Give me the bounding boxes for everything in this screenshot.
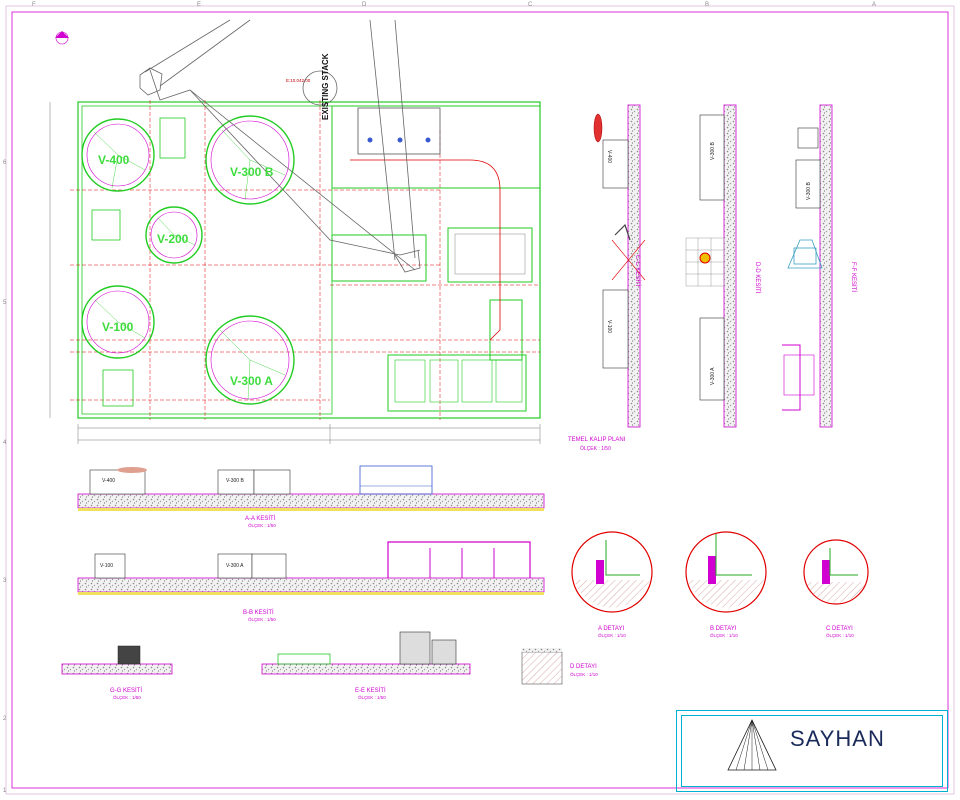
grid-row-6: 6 bbox=[3, 160, 7, 166]
tank-label-v200: V-200 bbox=[157, 232, 189, 246]
grid-col-a: A bbox=[872, 2, 877, 8]
aa-tank-v400: V-400 bbox=[102, 478, 116, 484]
tank-label-v300b: V-300 B bbox=[230, 165, 274, 179]
detail-a-title: A DETAYI bbox=[598, 626, 625, 632]
section-dd bbox=[685, 104, 737, 428]
cc-title: C-C KESİTİ bbox=[634, 255, 640, 287]
tank-label-v400: V-400 bbox=[98, 153, 130, 167]
detail-d bbox=[521, 648, 563, 685]
grid-row-3: 3 bbox=[3, 578, 7, 584]
section-gg bbox=[61, 645, 173, 675]
grid-col-d: D bbox=[362, 2, 367, 8]
detail-a-scale: ÖLÇEK : 1/10 bbox=[598, 633, 626, 638]
stack-elevation: E:10.042,00 bbox=[286, 78, 311, 83]
bb-tank-v300a: V-300 A bbox=[226, 563, 244, 569]
sayhan-logo-icon bbox=[727, 719, 777, 771]
tank-label-v100: V-100 bbox=[102, 320, 134, 334]
detail-b-title: B DETAYI bbox=[710, 626, 737, 632]
detail-c bbox=[803, 539, 869, 605]
ee-title: E-E KESİTİ bbox=[355, 688, 386, 694]
grid-col-f: F bbox=[32, 2, 36, 8]
cc-tank-v100: V-100 bbox=[606, 320, 612, 334]
section-aa bbox=[77, 465, 545, 511]
gg-title: G-G KESİTİ bbox=[110, 688, 143, 694]
ff-title: F-F KESİTİ bbox=[850, 262, 856, 292]
aa-title: A-A KESİTİ bbox=[245, 516, 276, 522]
dd-tank-v300b: V-300 B bbox=[710, 142, 716, 160]
section-bb bbox=[77, 541, 545, 595]
bb-title: B-B KESİTİ bbox=[243, 610, 274, 616]
section-ee bbox=[261, 631, 471, 675]
section-cc bbox=[593, 104, 646, 428]
grid-row-2: 2 bbox=[3, 716, 7, 722]
aa-tank-v300b: V-300 B bbox=[226, 478, 244, 484]
gg-scale: ÖLÇEK : 1/50 bbox=[113, 695, 141, 700]
ff-tank-v300b: V-300 B bbox=[806, 182, 812, 200]
grid-row-5: 5 bbox=[3, 300, 7, 306]
detail-d-scale: ÖLÇEK : 1/10 bbox=[570, 672, 598, 677]
section-ff bbox=[782, 104, 833, 428]
aa-scale: ÖLÇEK : 1/50 bbox=[248, 523, 276, 528]
grid-col-c: C bbox=[528, 2, 533, 8]
bb-scale: ÖLÇEK : 1/50 bbox=[248, 617, 276, 622]
sheet-inner-border bbox=[11, 11, 949, 789]
detail-d-title: D DETAYI bbox=[570, 664, 597, 670]
plan-title: TEMEL KALIP PLANI bbox=[568, 437, 626, 443]
ee-scale: ÖLÇEK : 1/50 bbox=[358, 695, 386, 700]
detail-c-title: C DETAYI bbox=[826, 626, 853, 632]
title-block-inner: SAYHAN bbox=[681, 715, 943, 787]
detail-a bbox=[571, 531, 653, 613]
grid-row-4: 4 bbox=[3, 440, 7, 446]
cc-tank-v400: V-400 bbox=[606, 150, 612, 164]
title-block: SAYHAN bbox=[676, 710, 948, 792]
dd-tank-v300a: V-300 A bbox=[710, 367, 716, 385]
grid-row-1: 1 bbox=[3, 788, 7, 794]
bb-tank-v100: V-100 bbox=[100, 563, 114, 569]
foundation-plan: EXISTING STACK E:10.042,00 bbox=[49, 19, 541, 444]
dd-title: D-D KESİTİ bbox=[754, 262, 760, 294]
grid-col-b: B bbox=[705, 2, 710, 8]
detail-b-scale: ÖLÇEK : 1/10 bbox=[710, 633, 738, 638]
stack-label: EXISTING STACK bbox=[321, 53, 330, 120]
detail-b bbox=[685, 531, 767, 613]
plan-scale: ÖLÇEK : 1/50 bbox=[580, 446, 611, 452]
north-arrow-icon bbox=[55, 31, 69, 45]
detail-c-scale: ÖLÇEK : 1/10 bbox=[826, 633, 854, 638]
company-name: SAYHAN bbox=[790, 726, 885, 751]
grid-col-e: E bbox=[197, 2, 202, 8]
tank-label-v300a: V-300 A bbox=[230, 374, 273, 388]
sheet-outer-border bbox=[5, 5, 955, 795]
